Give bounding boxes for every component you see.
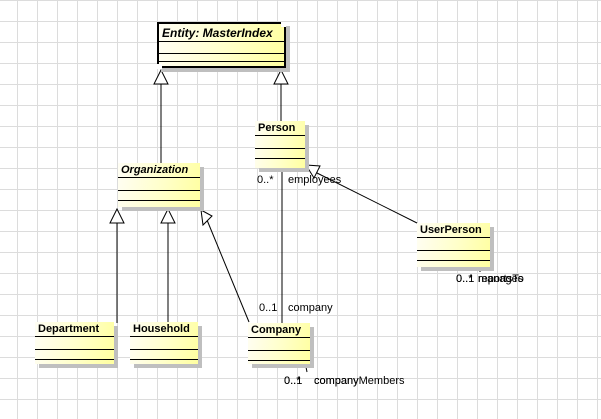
role-label-reportsto[interactable]: reportsTo [478,273,524,285]
class-entity-masterindex[interactable]: Entity: MasterIndex [157,22,286,69]
multiplicity-label-companymembers[interactable]: 0..* [284,375,301,387]
inheritance-arrowhead-icon [160,207,176,224]
attributes-compartment [35,337,114,350]
attributes-compartment [417,238,490,251]
operations-compartment [35,350,114,360]
operations-compartment [118,191,200,201]
selection-handle[interactable] [281,22,286,27]
generalization-organization-entity[interactable] [153,68,169,164]
class-name-label: UserPerson [417,223,490,238]
attributes-compartment [248,338,310,351]
attributes-compartment [130,337,198,350]
operations-compartment [417,251,490,261]
multiplicity-label-manages[interactable]: 0..1 [456,273,475,285]
generalization-department-organization[interactable] [109,207,125,323]
operations-compartment [159,54,284,62]
class-name-label: Department [35,322,114,337]
operations-compartment [255,149,305,159]
attributes-compartment [118,178,200,191]
inheritance-arrowhead-icon [109,207,125,224]
class-department[interactable]: Department [35,322,114,364]
role-label-manages[interactable]: manages [478,273,524,285]
attributes-compartment [159,42,284,54]
class-household[interactable]: Household [130,322,198,364]
role-label-companymembers[interactable]: companyMembers [314,375,405,387]
generalization-userperson-person[interactable] [305,164,418,224]
association-company-members[interactable] [305,366,308,373]
multiplicity-label-employees[interactable]: 0..* [257,174,274,186]
class-organization[interactable]: Organization [118,163,200,207]
inheritance-arrowhead-icon [305,164,321,180]
class-name-label: Person [255,121,305,136]
class-name-label: Entity: MasterIndex [159,24,284,42]
operations-compartment [130,350,198,360]
class-name-label: Household [130,322,198,337]
selection-handle[interactable] [157,64,162,69]
role-label-company-end[interactable]: company [314,375,359,387]
multiplicity-label-company-end[interactable]: 0..1 [284,375,303,387]
attributes-compartment [255,136,305,149]
generalization-company-organization[interactable] [200,209,250,323]
operations-compartment [248,351,310,361]
generalization-person-entity[interactable] [273,68,289,122]
generalization-household-organization[interactable] [160,207,176,323]
role-label-employees[interactable]: employees [288,174,342,186]
class-userperson[interactable]: UserPerson [417,223,490,267]
class-name-label: Organization [118,163,200,178]
multiplicity-label-company[interactable]: 0..1 [259,302,278,314]
inheritance-arrowhead-icon [200,209,213,227]
inheritance-arrowhead-icon [153,68,169,85]
class-company[interactable]: Company [248,323,310,364]
class-person[interactable]: Person [255,121,305,168]
multiplicity-label-reportsto[interactable]: 0..* [456,273,473,285]
class-name-label: Company [248,323,310,338]
role-label-company[interactable]: company [288,302,333,314]
inheritance-arrowhead-icon [273,68,289,85]
